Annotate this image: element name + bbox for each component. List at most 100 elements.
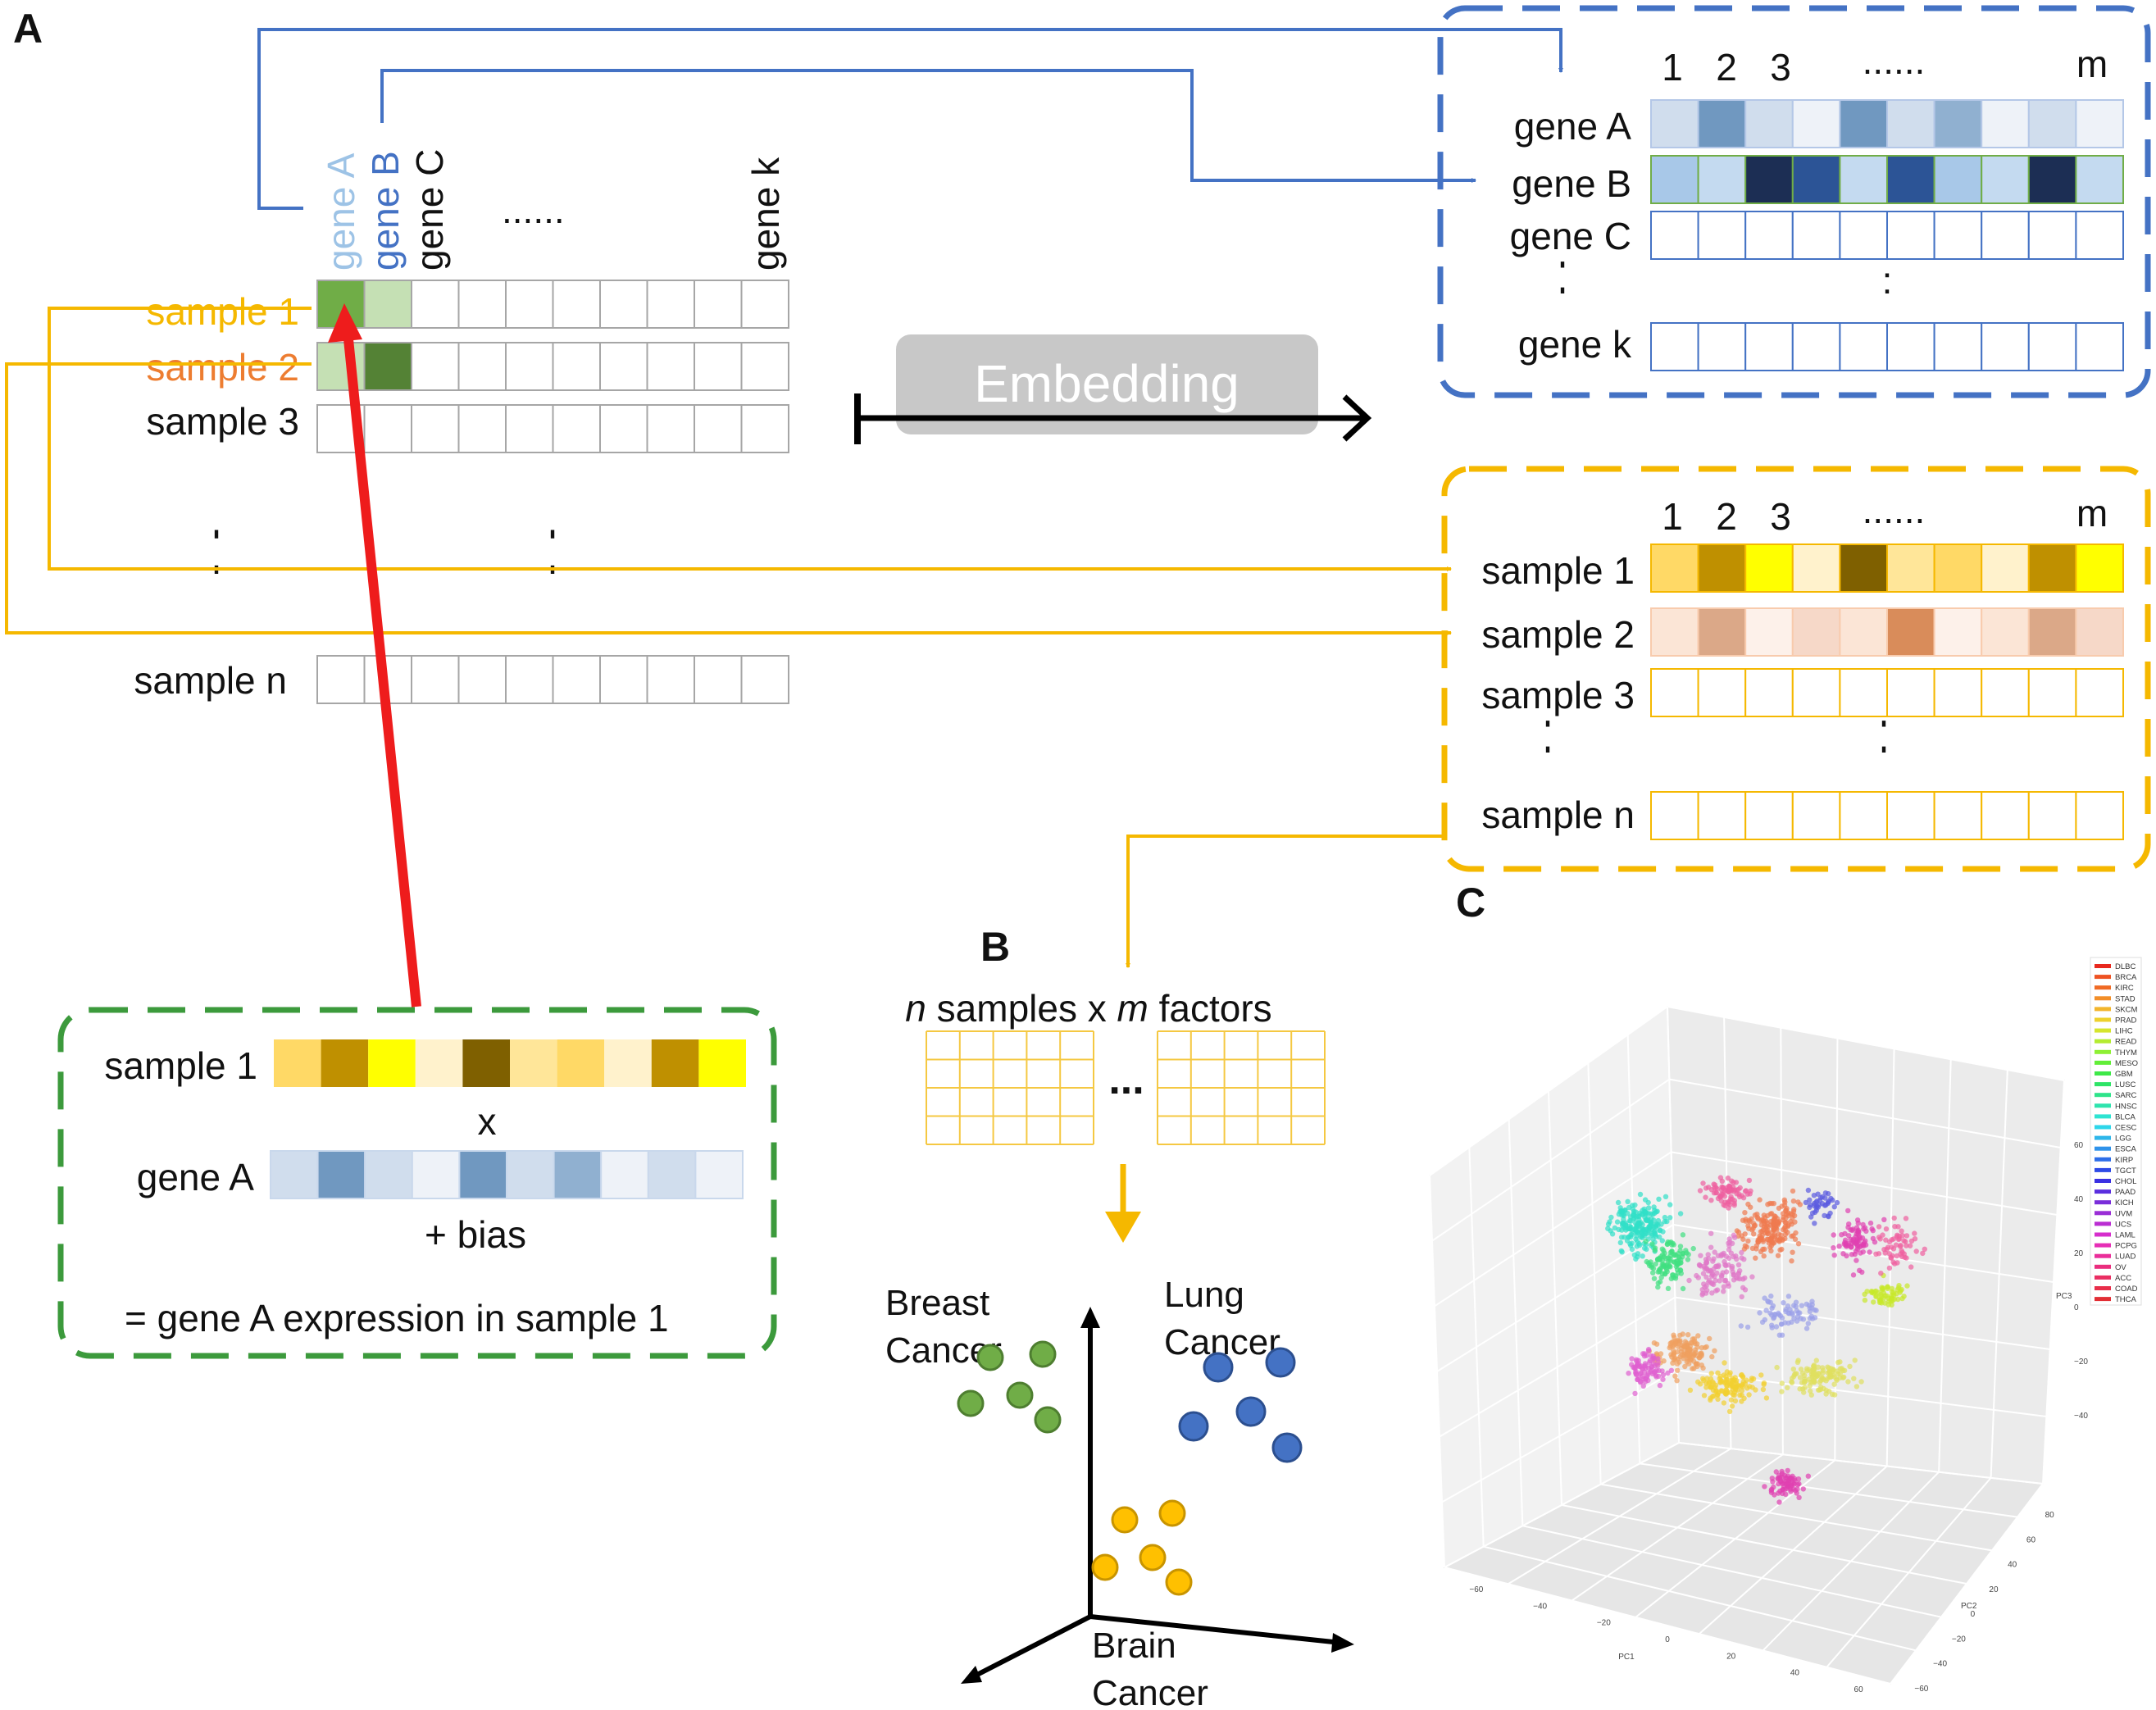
pca-point — [1904, 1255, 1909, 1261]
gene-header-b: gene B — [364, 151, 407, 271]
pca-grid-line — [1561, 1504, 1967, 1585]
pca-legend-swatch — [2095, 1049, 2111, 1054]
pca-point — [1828, 1374, 1834, 1380]
pca-point — [1764, 1236, 1771, 1242]
sample-factor-cell-sample-2 — [2075, 607, 2124, 657]
pca-point — [1812, 1315, 1818, 1321]
pca-point — [1849, 1244, 1854, 1250]
pca-point — [1635, 1358, 1641, 1364]
sample-factor-num-ellipsis: ...... — [1863, 489, 1926, 531]
pca-point — [1612, 1225, 1618, 1231]
pca-legend-swatch — [2095, 1297, 2111, 1302]
pca-point — [1745, 1238, 1751, 1244]
pca-point — [1885, 1284, 1890, 1290]
pca-point — [1840, 1251, 1846, 1257]
pca-point — [1847, 1363, 1853, 1370]
pca-point — [1823, 1387, 1829, 1394]
pca-legend-swatch — [2095, 1135, 2111, 1140]
pca-point — [1739, 1388, 1745, 1394]
pca-point — [1854, 1384, 1860, 1389]
pca-point — [1722, 1360, 1727, 1366]
matrix-cell-sample-3 — [457, 404, 507, 453]
gene-factor-cell-gene-c — [1697, 211, 1747, 260]
pca-point — [1781, 1300, 1786, 1306]
pca-point — [1714, 1270, 1720, 1276]
pca-point — [1662, 1214, 1668, 1221]
pca-point — [1659, 1246, 1666, 1252]
sample-factor-cell-sample-n — [1650, 791, 1699, 840]
pca-point — [1653, 1341, 1660, 1347]
pca-point — [1634, 1222, 1640, 1228]
sample-factor-cell-sample-n — [1981, 791, 2030, 840]
sample-2-connector — [5, 362, 1452, 635]
pca-point — [1751, 1223, 1758, 1229]
breast-label-1: Breast — [885, 1283, 989, 1323]
gene-b-connector — [380, 69, 1476, 183]
matrix-cell-sample-n — [505, 655, 554, 704]
pca-point — [1886, 1251, 1893, 1257]
pca-grid-line — [1429, 1006, 1668, 1176]
pca-legend-swatch — [2095, 1157, 2111, 1162]
pca-point — [1713, 1382, 1719, 1389]
pca-point — [1656, 1196, 1662, 1203]
pca-point — [1757, 1233, 1763, 1239]
pca-point — [1715, 1370, 1721, 1376]
pca-point — [1753, 1255, 1758, 1261]
pca-point — [1622, 1235, 1627, 1240]
pca-point — [1646, 1205, 1652, 1211]
pca-point — [1703, 1385, 1709, 1390]
pca-point — [1895, 1236, 1902, 1243]
pca-point — [1850, 1237, 1856, 1244]
pca-point — [1800, 1486, 1806, 1492]
pca-point — [1772, 1492, 1777, 1498]
pca-grid-line — [1699, 1465, 1888, 1635]
formula-sample-cell — [510, 1039, 557, 1087]
panel-b-grids — [926, 1030, 1326, 1145]
gene-factor-cell-gene-b — [1981, 155, 2030, 204]
pca-z-label: PC3 — [2056, 1292, 2072, 1301]
gene-factor-cell-gene-a — [1933, 99, 1983, 148]
sample-factor-cell-sample-1 — [1791, 543, 1841, 593]
pca-y-tick: −20 — [1952, 1635, 1966, 1644]
matrix-cell-sample-n — [457, 655, 507, 704]
pca-point — [1614, 1219, 1621, 1225]
panel-b-ellipsis: ... — [1108, 1056, 1144, 1103]
pca-point — [1759, 1228, 1765, 1235]
pca-point — [1720, 1252, 1726, 1258]
pca-point — [1742, 1287, 1749, 1293]
pca-x-tick: −20 — [1597, 1619, 1611, 1628]
pca-point — [1713, 1288, 1719, 1294]
gene-header-a: gene A — [320, 152, 362, 271]
gene-factor-cell-gene-a — [1981, 99, 2030, 148]
pca-point — [1825, 1370, 1831, 1376]
axis-vertical-head — [1080, 1307, 1100, 1328]
pca-legend-label: BRCA — [2115, 973, 2137, 982]
pca-point — [1876, 1299, 1883, 1306]
sample-factor-cell-sample-3 — [1650, 668, 1699, 717]
pca-point — [1765, 1202, 1771, 1207]
pca-point — [1820, 1375, 1826, 1381]
pca-point — [1720, 1270, 1726, 1276]
pca-point — [1682, 1363, 1688, 1370]
pca-point — [1746, 1392, 1752, 1398]
pca-point — [1835, 1359, 1841, 1366]
pca-point — [1792, 1488, 1799, 1494]
pca-point — [1713, 1185, 1719, 1190]
formula-sample-cell — [368, 1039, 416, 1087]
pca-point — [1796, 1494, 1802, 1501]
embedding-box — [896, 334, 1318, 434]
pca-point — [1690, 1353, 1697, 1358]
formula-gene-cell — [647, 1150, 697, 1199]
pca-point — [1823, 1391, 1829, 1397]
pca-point — [1703, 1260, 1709, 1267]
pca-point — [1677, 1211, 1684, 1217]
pca-point — [1655, 1257, 1661, 1262]
pca-z-tick: 0 — [2074, 1303, 2079, 1312]
pca-y-tick: 80 — [2045, 1511, 2055, 1520]
formula-gene-cell — [600, 1150, 649, 1199]
pca-x-label: PC1 — [1618, 1653, 1635, 1662]
sample-factor-cell-sample-1 — [2075, 543, 2124, 593]
pca-point — [1739, 1398, 1744, 1404]
pca-point — [1893, 1242, 1899, 1248]
pca-legend-swatch — [2095, 1093, 2111, 1098]
